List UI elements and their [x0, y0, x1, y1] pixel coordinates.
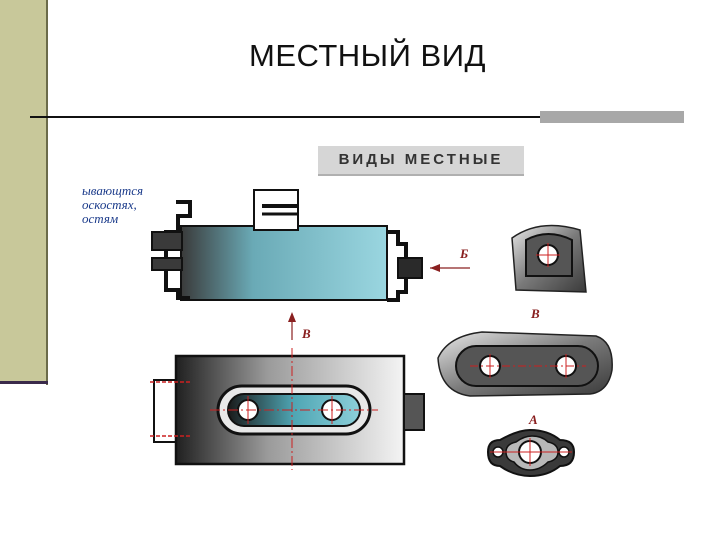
label-v-front: В [301, 326, 311, 341]
note-line-1: ывающтся [82, 183, 144, 198]
arrow-v-head [288, 312, 296, 322]
local-view-a: А [486, 412, 576, 478]
banner-text: ВИДЫ МЕСТНЫЕ [338, 151, 504, 168]
local-view-v: В [437, 306, 613, 397]
diagram-banner: ВИДЫ МЕСТНЫЕ [318, 146, 524, 176]
slide-title: МЕСТНЫЙ ВИД [249, 38, 486, 73]
front-view [150, 348, 425, 470]
top-body [180, 225, 388, 301]
left-shaft-bottom [151, 257, 183, 271]
note-line-3: остям [82, 211, 119, 226]
note-line-2: оскостях, [82, 197, 137, 212]
title-rule [30, 116, 540, 118]
front-right-shaft [403, 393, 425, 431]
top-boss [253, 189, 299, 231]
local-view-b [511, 224, 587, 293]
sidebar-foot-line [0, 381, 48, 384]
right-shaft [397, 257, 423, 279]
left-shaft-top [151, 231, 183, 251]
title-rule-bar [540, 111, 684, 123]
front-left-flange [153, 379, 177, 443]
arrow-b-head [430, 264, 440, 272]
slide-sidebar [0, 0, 46, 383]
label-v-side: В [530, 306, 540, 321]
label-a-bottom: А [528, 412, 538, 427]
sidebar-edge [46, 0, 48, 385]
top-view: Б [151, 189, 470, 302]
label-b-top: Б [459, 246, 468, 261]
